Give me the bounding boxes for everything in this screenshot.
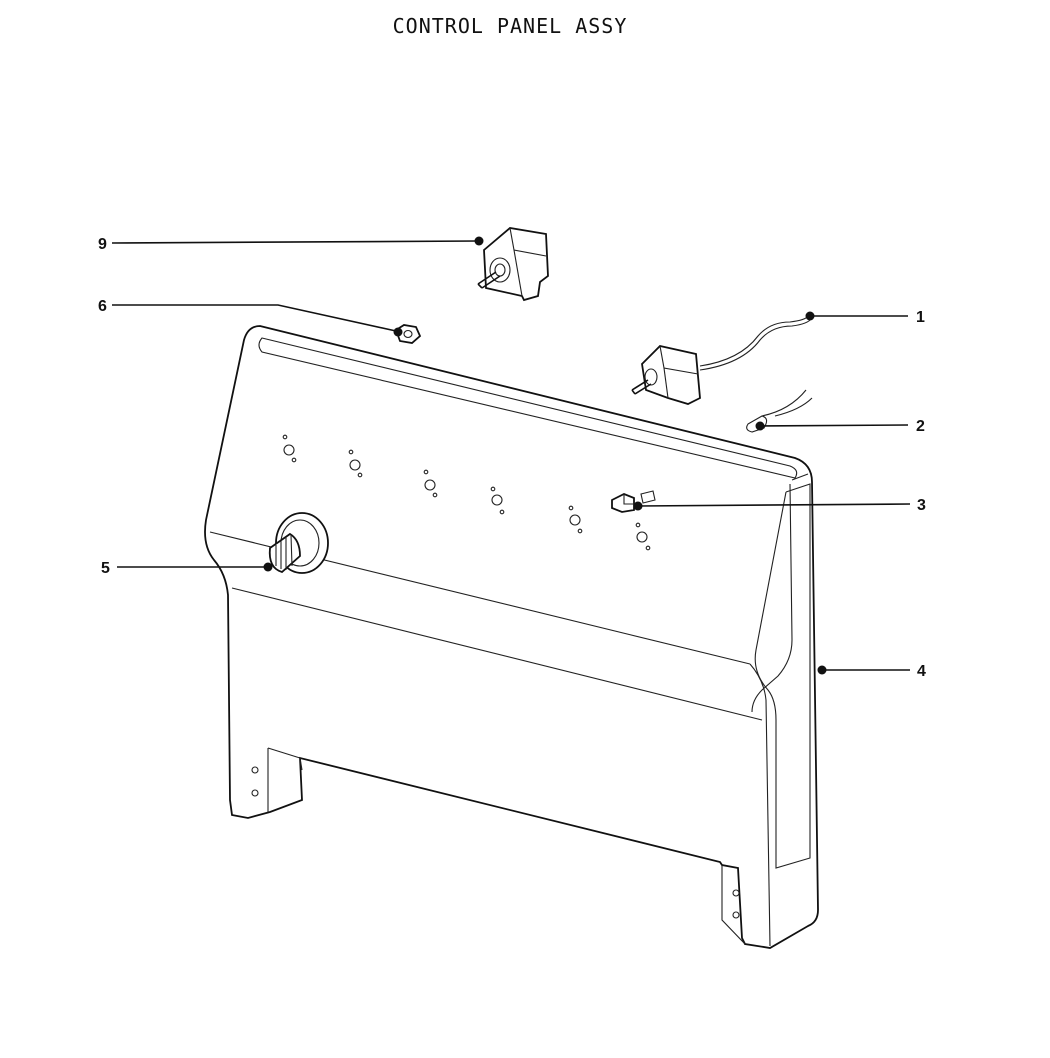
- thermostat-part: [631, 315, 813, 405]
- callout-6: 6: [98, 298, 107, 315]
- callout-9: 9: [98, 236, 107, 253]
- panel-holes: [282, 434, 651, 551]
- knob-part: [268, 512, 329, 574]
- callout-numbers: 9 6 1 2 3 4 5: [98, 236, 926, 680]
- callout-5: 5: [101, 560, 110, 577]
- callout-4: 4: [917, 663, 926, 680]
- callout-3: 3: [917, 497, 926, 514]
- leader-lines: [111, 236, 911, 675]
- callout-2: 2: [916, 418, 925, 435]
- rotary-switch-part: [477, 227, 549, 302]
- indicator-light-part: [611, 490, 656, 513]
- diagram-title: CONTROL PANEL ASSY: [392, 14, 628, 38]
- control-panel-part: [204, 325, 819, 949]
- callout-1: 1: [916, 309, 925, 326]
- nut-part: [394, 324, 422, 344]
